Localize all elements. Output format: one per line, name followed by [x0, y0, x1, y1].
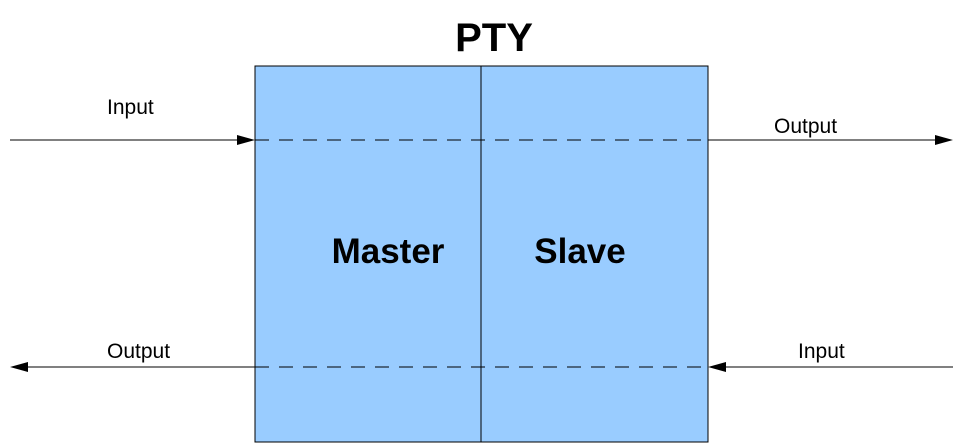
bottom-input-arrowhead: [708, 362, 726, 372]
top-left-input-label: Input: [107, 96, 154, 119]
top-right-output-label: Output: [774, 115, 838, 138]
master-box: [254, 65, 482, 443]
bottom-right-input-label: Input: [798, 340, 845, 363]
top-output-arrowhead: [935, 135, 953, 145]
bottom-output-arrowhead: [10, 362, 28, 372]
bottom-left-output-label: Output: [107, 340, 171, 363]
master-label: Master: [331, 232, 445, 271]
slave-box: [480, 65, 709, 443]
top-input-arrowhead: [237, 135, 255, 145]
slave-label: Slave: [534, 232, 626, 271]
diagram-title: PTY: [455, 16, 533, 60]
